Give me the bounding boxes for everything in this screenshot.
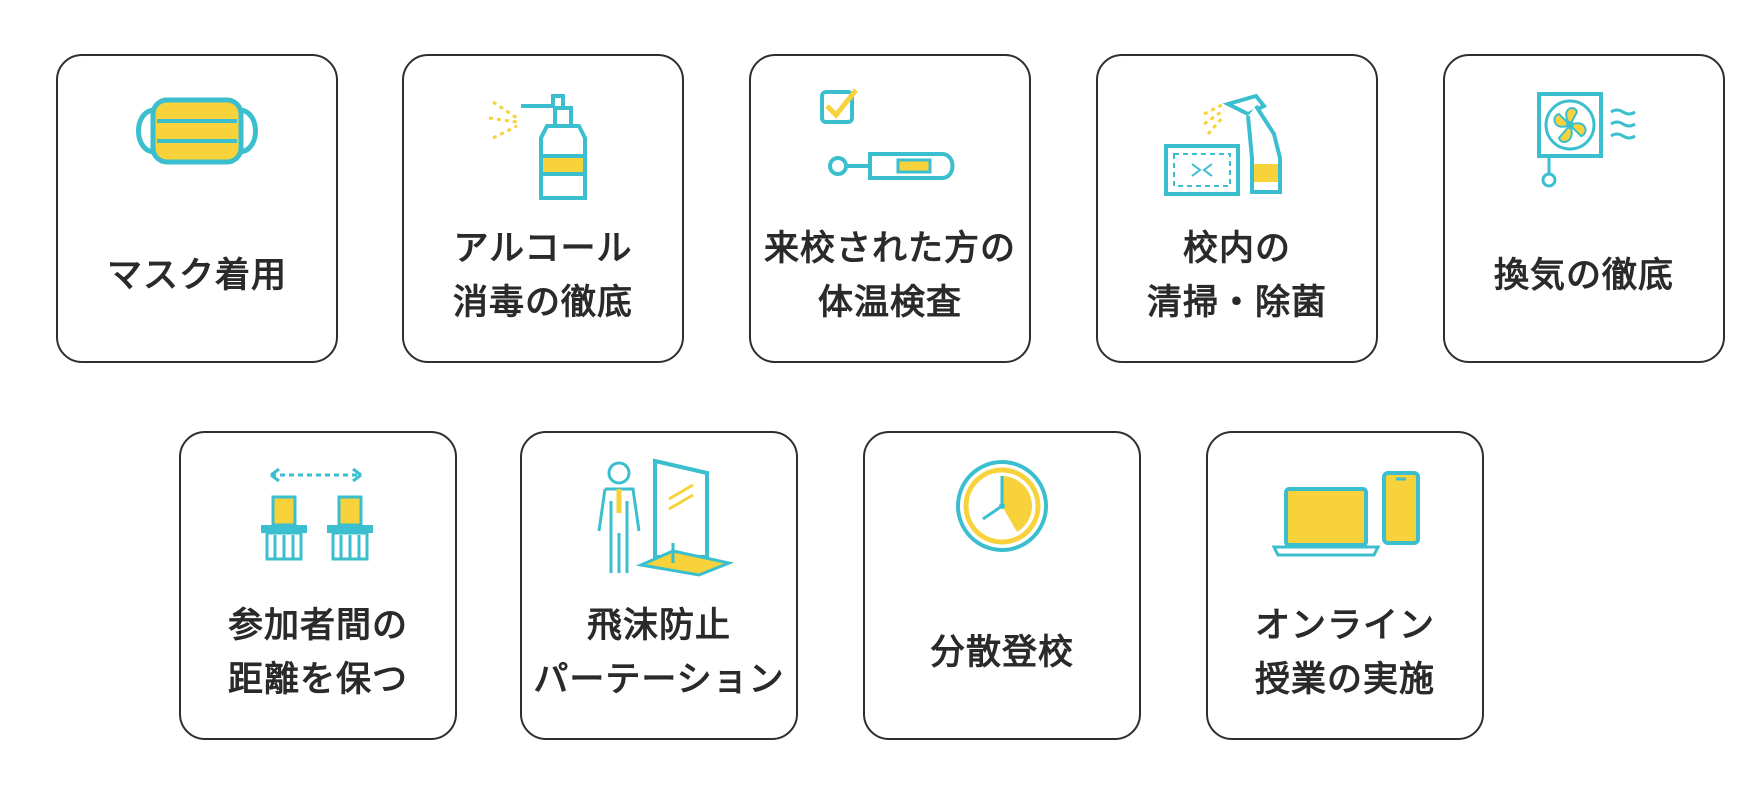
clock-icon — [865, 451, 1139, 601]
alcohol-spray-bottle-icon — [404, 74, 682, 224]
label-line: 体温検査 — [817, 283, 962, 323]
card-label: アルコール 消毒の徹底 — [404, 222, 682, 330]
label-line: 清掃・除菌 — [1146, 283, 1327, 323]
mask-icon — [58, 74, 336, 224]
card-label: オンライン 授業の実施 — [1208, 599, 1482, 707]
card-label: 飛沫防止 パーテーション — [522, 599, 796, 707]
card-label: マスク着用 — [58, 249, 336, 303]
card-label: 参加者間の 距離を保つ — [181, 599, 455, 707]
card-ventilation: 換気の徹底 — [1443, 54, 1725, 363]
label-line: 飛沫防止 — [586, 606, 731, 646]
label-line: 換気の徹底 — [1493, 256, 1674, 296]
label-line: マスク着用 — [106, 256, 287, 296]
label-line: 距離を保つ — [227, 660, 408, 700]
person-partition-icon — [522, 451, 796, 601]
label-line: 消毒の徹底 — [452, 283, 633, 323]
card-distancing: 参加者間の 距離を保つ — [179, 431, 457, 740]
card-label: 換気の徹底 — [1445, 249, 1723, 303]
label-line: 参加者間の — [227, 606, 408, 646]
laptop-phone-icon — [1208, 451, 1482, 601]
ventilation-fan-icon — [1445, 74, 1723, 224]
card-label: 校内の 清掃・除菌 — [1098, 222, 1376, 330]
label-line: オンライン — [1254, 606, 1435, 646]
cleaning-spray-cloth-icon — [1098, 74, 1376, 224]
card-label: 分散登校 — [865, 626, 1139, 680]
label-line: アルコール — [453, 229, 633, 269]
label-line: 分散登校 — [929, 633, 1074, 673]
card-partition: 飛沫防止 パーテーション — [520, 431, 798, 740]
card-alcohol: アルコール 消毒の徹底 — [402, 54, 684, 363]
label-line: 来校された方の — [763, 229, 1016, 269]
thermometer-checkbox-icon — [751, 74, 1029, 224]
card-online: オンライン 授業の実施 — [1206, 431, 1484, 740]
label-line: パーテーション — [533, 660, 785, 700]
card-temperature: 来校された方の 体温検査 — [749, 54, 1031, 363]
label-line: 授業の実施 — [1254, 660, 1435, 700]
label-line: 校内の — [1182, 229, 1291, 269]
distanced-desks-icon — [181, 451, 455, 601]
card-label: 来校された方の 体温検査 — [751, 222, 1029, 330]
card-cleaning: 校内の 清掃・除菌 — [1096, 54, 1378, 363]
card-mask: マスク着用 — [56, 54, 338, 363]
card-staggered: 分散登校 — [863, 431, 1141, 740]
